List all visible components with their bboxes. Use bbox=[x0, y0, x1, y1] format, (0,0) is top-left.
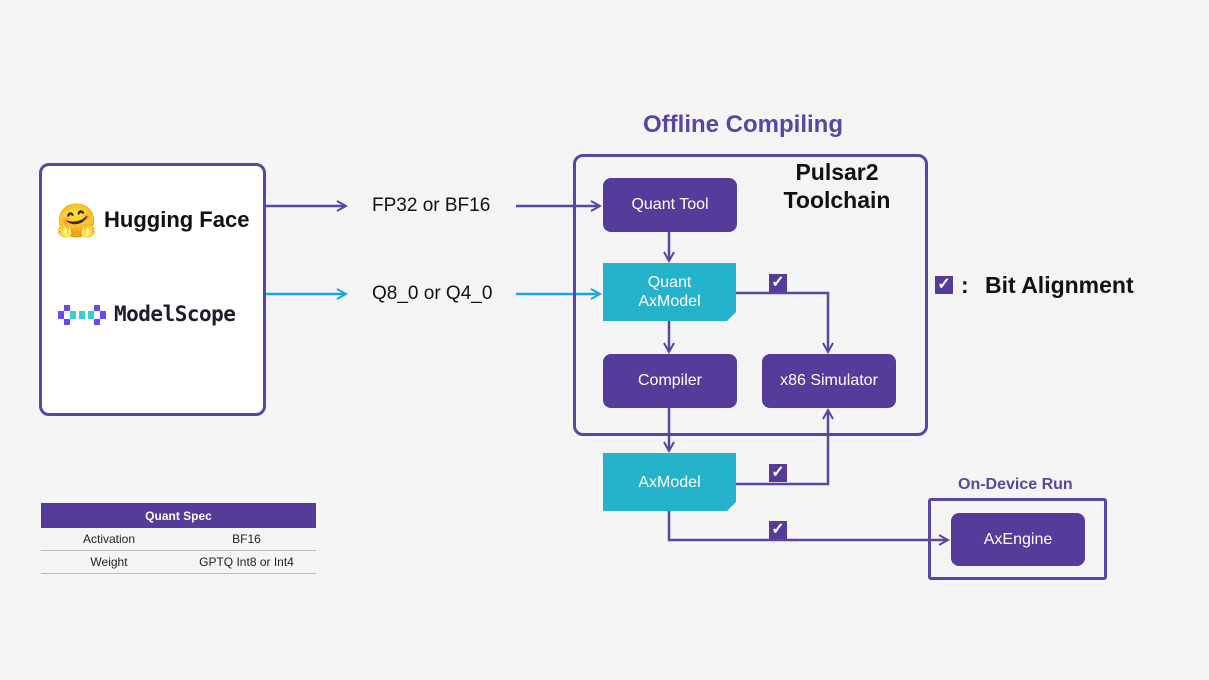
modelscope-label: ModelScope bbox=[114, 302, 236, 326]
quant-spec-table: Quant Spec Activation BF16 Weight GPTQ I… bbox=[41, 503, 316, 574]
spec-value-cell: GPTQ Int8 or Int4 bbox=[177, 550, 316, 574]
pulsar2-toolchain-title: Pulsar2 Toolchain bbox=[778, 158, 896, 214]
spec-value-cell: BF16 bbox=[177, 528, 316, 551]
checkbox-checked-icon: ✓ bbox=[769, 464, 787, 482]
compiler-node: Compiler bbox=[603, 354, 737, 408]
table-row: Weight GPTQ Int8 or Int4 bbox=[41, 550, 316, 574]
toolchain-name-line2: Toolchain bbox=[783, 187, 891, 213]
x86-simulator-node: x86 Simulator bbox=[762, 354, 896, 408]
table-row: Activation BF16 bbox=[41, 528, 316, 551]
hugging-face-label: Hugging Face bbox=[104, 207, 250, 232]
legend-check-icon: ✓ bbox=[935, 276, 953, 294]
on-device-run-title: On-Device Run bbox=[958, 476, 1073, 493]
checkbox-checked-icon: ✓ bbox=[769, 274, 787, 292]
fp-format-label: FP32 or BF16 bbox=[372, 195, 491, 216]
checkbox-checked-icon: ✓ bbox=[769, 521, 787, 539]
legend-colon: : bbox=[961, 272, 969, 298]
arrow-quantaxmodel-to-simulator bbox=[735, 291, 828, 352]
spec-name-cell: Activation bbox=[41, 528, 177, 551]
modelscope-logo-icon bbox=[58, 305, 106, 325]
offline-compiling-title: Offline Compiling bbox=[643, 111, 843, 138]
bit-alignment-label: Bit Alignment bbox=[985, 272, 1134, 298]
spec-name-cell: Weight bbox=[41, 550, 177, 574]
pulsar2-toolchain-panel bbox=[573, 154, 928, 436]
quant-tool-node: Quant Tool bbox=[603, 178, 737, 232]
toolchain-name-line1: Pulsar2 bbox=[795, 159, 879, 185]
quant-axmodel-line1: Quant bbox=[647, 274, 692, 291]
quant-axmodel-node: Quant AxModel bbox=[603, 263, 736, 321]
arrow-axmodel-to-axengine bbox=[667, 511, 948, 540]
hugging-face-emoji-icon: 🤗 bbox=[56, 202, 98, 239]
q-format-label: Q8_0 or Q4_0 bbox=[372, 283, 493, 304]
on-device-panel bbox=[928, 498, 1107, 580]
axmodel-node: AxModel bbox=[603, 453, 736, 511]
model-source-panel bbox=[39, 163, 266, 416]
quant-axmodel-line2: AxModel bbox=[638, 293, 701, 310]
quant-spec-title: Quant Spec bbox=[41, 503, 316, 528]
axengine-node: AxEngine bbox=[951, 513, 1085, 566]
